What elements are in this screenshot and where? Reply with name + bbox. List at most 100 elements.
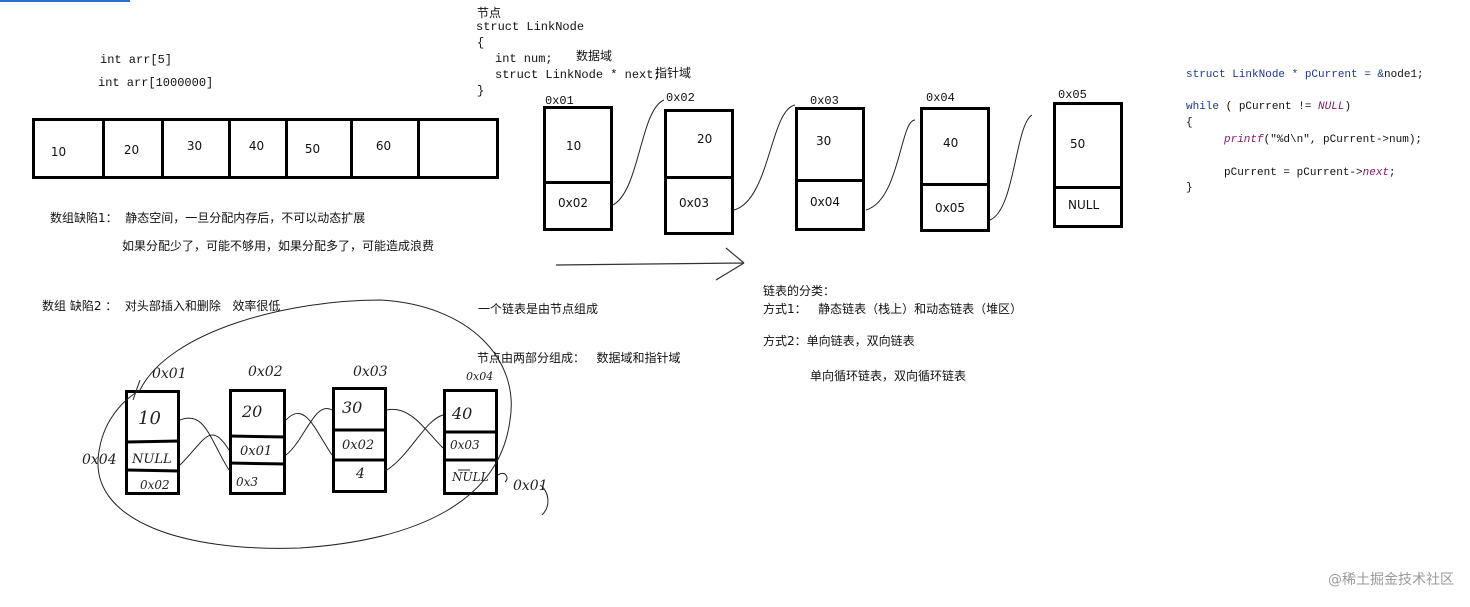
- list-node: 40 0x05: [920, 107, 990, 232]
- array-cell: [417, 121, 499, 176]
- node-data: 20: [697, 132, 713, 146]
- hand-side-label: 0x01: [513, 478, 548, 494]
- array-decl-small: int arr[5]: [100, 53, 173, 67]
- hand-address: 0x04: [466, 370, 494, 383]
- node-data: 40: [943, 136, 959, 150]
- data-domain-note: 数据域: [576, 49, 613, 63]
- hand-data: 30: [342, 398, 363, 417]
- hand-address: 0x02: [248, 364, 283, 380]
- node-next: 0x05: [935, 201, 966, 215]
- hand-link: [386, 414, 444, 471]
- node-data-part: 50: [1056, 105, 1120, 189]
- code-text: ("%d\n", pCurrent->num);: [1263, 134, 1423, 146]
- node-next: 0x04: [810, 195, 841, 209]
- array-cell: 50: [285, 121, 353, 176]
- array-defect-2: 数组 缺陷2 ： 对头部插入和删除 效率很低: [42, 299, 281, 313]
- hand-pointer: 0x03: [450, 438, 480, 452]
- array-box: 10 20 30 40 50 60: [32, 118, 499, 179]
- code-text: struct LinkNode * pCurrent = &: [1186, 69, 1385, 81]
- array-value: 10: [50, 145, 67, 159]
- node-parts-text: 节点由两部分组成： 数据域和指针域: [477, 351, 681, 365]
- hand-pointer: 0x02: [140, 478, 170, 492]
- array-cell: 60: [350, 121, 420, 176]
- node-address: 0x01: [545, 94, 574, 108]
- hand-data: 10: [138, 408, 161, 429]
- node-address: 0x03: [810, 94, 839, 108]
- watermark: @稀土掘金技术社区: [1328, 572, 1454, 588]
- struct-field-num: int num;: [495, 52, 553, 66]
- node-address: 0x02: [666, 91, 695, 105]
- code-text: ): [1344, 101, 1352, 113]
- node-pointer-part: 0x05: [923, 183, 987, 229]
- node-address: 0x05: [1058, 88, 1087, 102]
- struct-brace-close: }: [477, 84, 485, 98]
- node-data: 10: [566, 139, 582, 153]
- code-function: printf: [1224, 134, 1264, 146]
- hand-address: 0x03: [353, 364, 388, 380]
- hand-link: [285, 413, 333, 456]
- node-next: 0x03: [679, 196, 710, 210]
- code-member: next: [1362, 167, 1390, 179]
- struct-brace-open: {: [477, 36, 485, 50]
- code-text: pCurrent = pCurrent->: [1224, 167, 1363, 179]
- code-line-3: {: [1186, 117, 1193, 129]
- code-line-5: pCurrent = pCurrent->next;: [1224, 167, 1396, 179]
- pointer-domain-note: 指针域: [655, 66, 692, 80]
- array-cell: 40: [228, 121, 288, 176]
- array-value: 20: [123, 143, 140, 157]
- code-text: node1;: [1384, 69, 1424, 81]
- code-text: ( pCurrent !=: [1219, 101, 1319, 113]
- array-cell: 20: [102, 121, 164, 176]
- hand-link: [179, 434, 230, 466]
- node-link: [733, 104, 796, 211]
- node-link: [989, 114, 1033, 221]
- array-cell: 10: [35, 121, 105, 176]
- array-value: 30: [186, 139, 203, 153]
- list-node: 30 0x04: [795, 107, 865, 231]
- hand-pointer: 0x3: [236, 475, 259, 489]
- classification-way2: 方式2：单向链表，双向链表: [763, 334, 915, 348]
- struct-line: struct LinkNode: [476, 20, 585, 34]
- hand-pointer: NULL: [132, 452, 172, 467]
- hand-data: 40: [452, 404, 473, 423]
- node-data-part: 10: [546, 109, 610, 184]
- list-node: 20 0x03: [664, 109, 734, 235]
- array-cell: 30: [161, 121, 231, 176]
- array-value: 40: [248, 139, 265, 153]
- struct-title: 节点: [477, 6, 502, 20]
- node-link: [865, 119, 916, 211]
- node-link: [612, 99, 665, 206]
- node-pointer-part: 0x03: [667, 176, 731, 232]
- hand-pointer: 0x02: [342, 438, 375, 453]
- node-pointer-part: NULL: [1056, 186, 1120, 225]
- hand-pointer: 0x01: [240, 444, 273, 459]
- array-value: 60: [375, 139, 392, 153]
- list-node: 50 NULL: [1053, 102, 1123, 228]
- hand-data: 20: [242, 402, 263, 421]
- code-keyword: while: [1186, 101, 1220, 113]
- hand-side-label: 0x04: [82, 452, 117, 468]
- hand-pointer: 4: [356, 466, 365, 482]
- hand-link: [285, 407, 333, 456]
- node-data-part: 40: [923, 110, 987, 186]
- hand-link: [179, 417, 230, 471]
- hand-address: 0x01: [152, 366, 187, 382]
- hand-link: [386, 408, 444, 449]
- node-data-part: 20: [667, 112, 731, 179]
- arrow-right: [555, 247, 745, 281]
- code-line-4: printf("%d\n", pCurrent->num);: [1224, 134, 1422, 146]
- code-text: ;: [1389, 167, 1396, 179]
- code-line-6: }: [1186, 182, 1193, 194]
- code-constant: NULL: [1318, 101, 1345, 113]
- code-line-2: while ( pCurrent != NULL): [1186, 101, 1351, 113]
- array-defect-1: 数组缺陷1： 静态空间，一旦分配内存后，不可以动态扩展: [50, 211, 366, 225]
- node-data-part: 30: [798, 110, 862, 182]
- hand-pointer: NULL: [452, 470, 489, 484]
- list-node: 10 0x02: [543, 106, 613, 231]
- array-value: 50: [304, 142, 321, 156]
- code-line-1: struct LinkNode * pCurrent = &node1;: [1186, 69, 1424, 81]
- array-decl-large: int arr[1000000]: [98, 76, 214, 90]
- array-defect-1-detail: 如果分配少了，可能不够用，如果分配多了，可能造成浪费: [122, 239, 435, 253]
- top-accent-bar: [0, 0, 130, 2]
- classification-title: 链表的分类：: [763, 284, 836, 298]
